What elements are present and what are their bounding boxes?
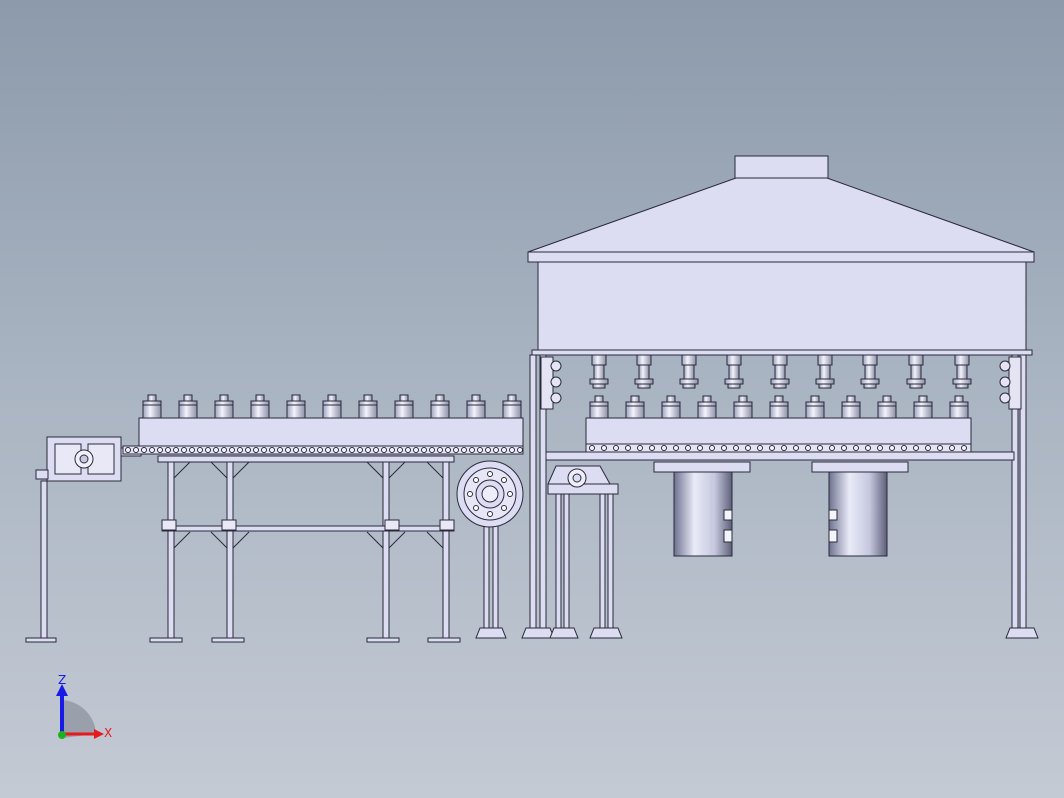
left-conveyor-legs (149, 461, 461, 643)
triad-plane-shading (62, 700, 96, 738)
left-bottles (142, 394, 522, 419)
coordinate-triad: Z X (56, 673, 112, 740)
filling-valves (589, 354, 972, 389)
z-axis-label: Z (58, 673, 66, 687)
drive-unit (547, 465, 623, 639)
left-conveyor (25, 394, 524, 643)
transfer-wheel (456, 460, 524, 639)
x-axis-label: X (104, 726, 112, 740)
infeed-gearbox (25, 436, 122, 643)
x-axis-arrowhead (94, 729, 104, 739)
tanks (653, 461, 909, 557)
side-guides (540, 356, 1022, 410)
main-frame (521, 354, 1039, 639)
filling-hood (527, 155, 1035, 356)
left-chain-links (125, 447, 523, 453)
z-axis-arrowhead (56, 684, 68, 696)
right-bottles (589, 395, 969, 419)
y-axis-dot (58, 731, 66, 739)
right-conveyor (585, 417, 972, 453)
